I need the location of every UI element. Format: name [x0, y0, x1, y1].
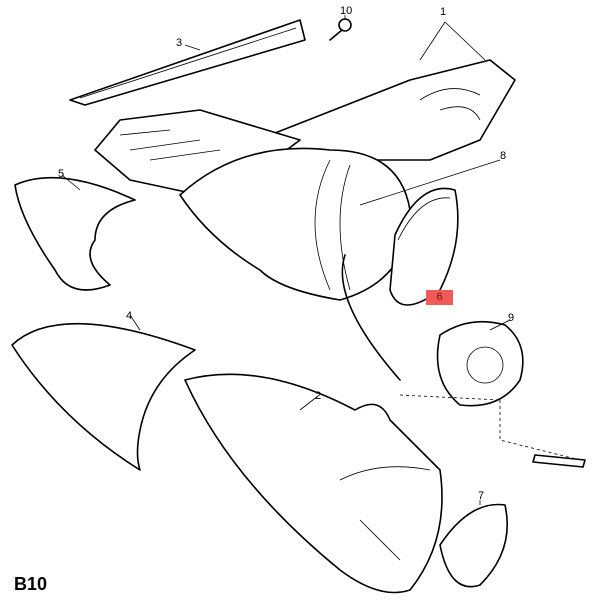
diagram-code: B10: [14, 574, 48, 594]
part-6-mirror-glass[interactable]: [389, 187, 459, 306]
callout-4: 4: [126, 310, 133, 322]
callout-5: 5: [58, 168, 65, 180]
part-10-screw[interactable]: [329, 18, 352, 41]
part-3-triangle-trim[interactable]: [69, 19, 306, 106]
screw: [532, 454, 586, 468]
part-5-cover[interactable]: [14, 176, 136, 291]
part-7-glass[interactable]: [439, 503, 508, 588]
callout-10: 10: [340, 5, 353, 17]
part-2-housing[interactable]: [184, 373, 443, 594]
callout-6-highlighted[interactable]: 6: [426, 290, 453, 305]
part-1-mirror-base[interactable]: [269, 59, 516, 161]
callout-3: 3: [176, 37, 183, 49]
callout-9: 9: [508, 312, 515, 324]
callout-7: 7: [478, 490, 485, 502]
mirror-shell: [179, 147, 411, 301]
callout-2: 2: [315, 390, 322, 402]
callout-1: 1: [440, 6, 447, 18]
part-4-cover[interactable]: [11, 322, 196, 471]
part-9-motor[interactable]: [436, 320, 524, 407]
callout-8: 8: [500, 150, 507, 162]
